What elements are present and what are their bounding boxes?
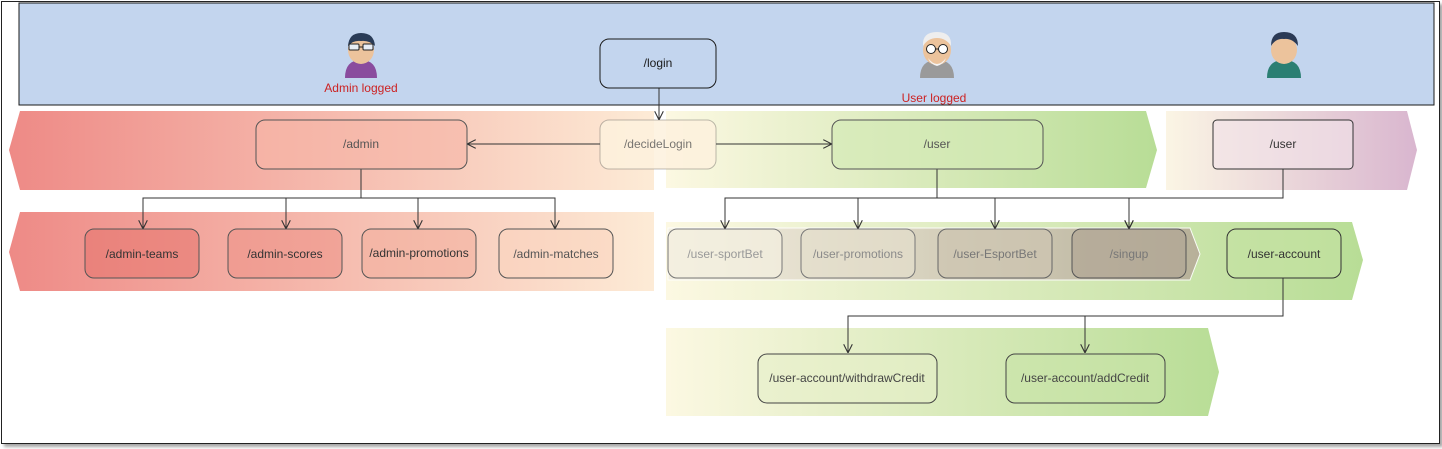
account-to-withdraw-edge <box>848 278 1284 352</box>
logged-state-band <box>18 2 1435 106</box>
user-avatar-icon <box>920 32 954 78</box>
guest-user-node[interactable]: /user <box>1212 119 1354 170</box>
guest-avatar-icon <box>1267 32 1301 78</box>
login-node-label: /login <box>644 56 673 70</box>
login-node[interactable]: /login <box>599 38 717 89</box>
singup-node[interactable]: /singup <box>1071 228 1187 279</box>
admin-teams-node[interactable]: /admin-teams <box>84 228 200 279</box>
user-to-sportbet-edge <box>725 169 938 228</box>
user-node[interactable]: /user <box>831 119 1044 170</box>
user-promotions-node-label: /user-promotions <box>813 247 903 261</box>
admin-scores-node[interactable]: /admin-scores <box>227 228 343 279</box>
decide-login-node[interactable]: /decideLogin <box>599 119 717 170</box>
admin-node-label: /admin <box>343 137 379 151</box>
admin-avatar-icon <box>345 33 377 78</box>
user-sportbet-node[interactable]: /user-sportBet <box>667 228 783 279</box>
user-node-label: /user <box>924 137 951 151</box>
withdraw-credit-node-label: /user-account/withdrawCredit <box>769 371 925 385</box>
guest-user-node-label: /user <box>1270 137 1297 151</box>
admin-promotions-node-label: /admin-promotions <box>369 246 468 260</box>
admin-logged-label: Admin logged <box>324 81 397 95</box>
user-account-node[interactable]: /user-account <box>1226 228 1342 279</box>
add-credit-node[interactable]: /user-account/addCredit <box>1005 353 1166 404</box>
user-logged-label: User logged <box>902 91 967 105</box>
user-account-node-label: /user-account <box>1248 247 1321 261</box>
singup-node-label: /singup <box>1110 247 1149 261</box>
admin-node[interactable]: /admin <box>255 119 468 170</box>
admin-to-matches-edge <box>361 197 555 228</box>
admin-to-teams-edge <box>143 169 362 228</box>
user-esportbet-node[interactable]: /user-EsportBet <box>937 228 1053 279</box>
admin-teams-node-label: /admin-teams <box>106 247 179 261</box>
user-promotions-node[interactable]: /user-promotions <box>800 228 916 279</box>
admin-scores-node-label: /admin-scores <box>247 247 322 261</box>
admin-matches-node-label: /admin-matches <box>513 247 598 261</box>
admin-to-scores-edge <box>286 197 361 228</box>
decide-login-node-label: /decideLogin <box>624 137 692 151</box>
user-esportbet-node-label: /user-EsportBet <box>953 247 1037 261</box>
admin-matches-node[interactable]: /admin-matches <box>498 228 614 279</box>
guest-to-singup-edge <box>1129 169 1284 228</box>
user-sportbet-node-label: /user-sportBet <box>687 247 763 261</box>
admin-promotions-node[interactable]: /admin-promotions <box>361 228 477 279</box>
withdraw-credit-node[interactable]: /user-account/withdrawCredit <box>757 353 938 404</box>
user-to-promotions-edge <box>858 197 937 228</box>
add-credit-node-label: /user-account/addCredit <box>1021 371 1150 385</box>
